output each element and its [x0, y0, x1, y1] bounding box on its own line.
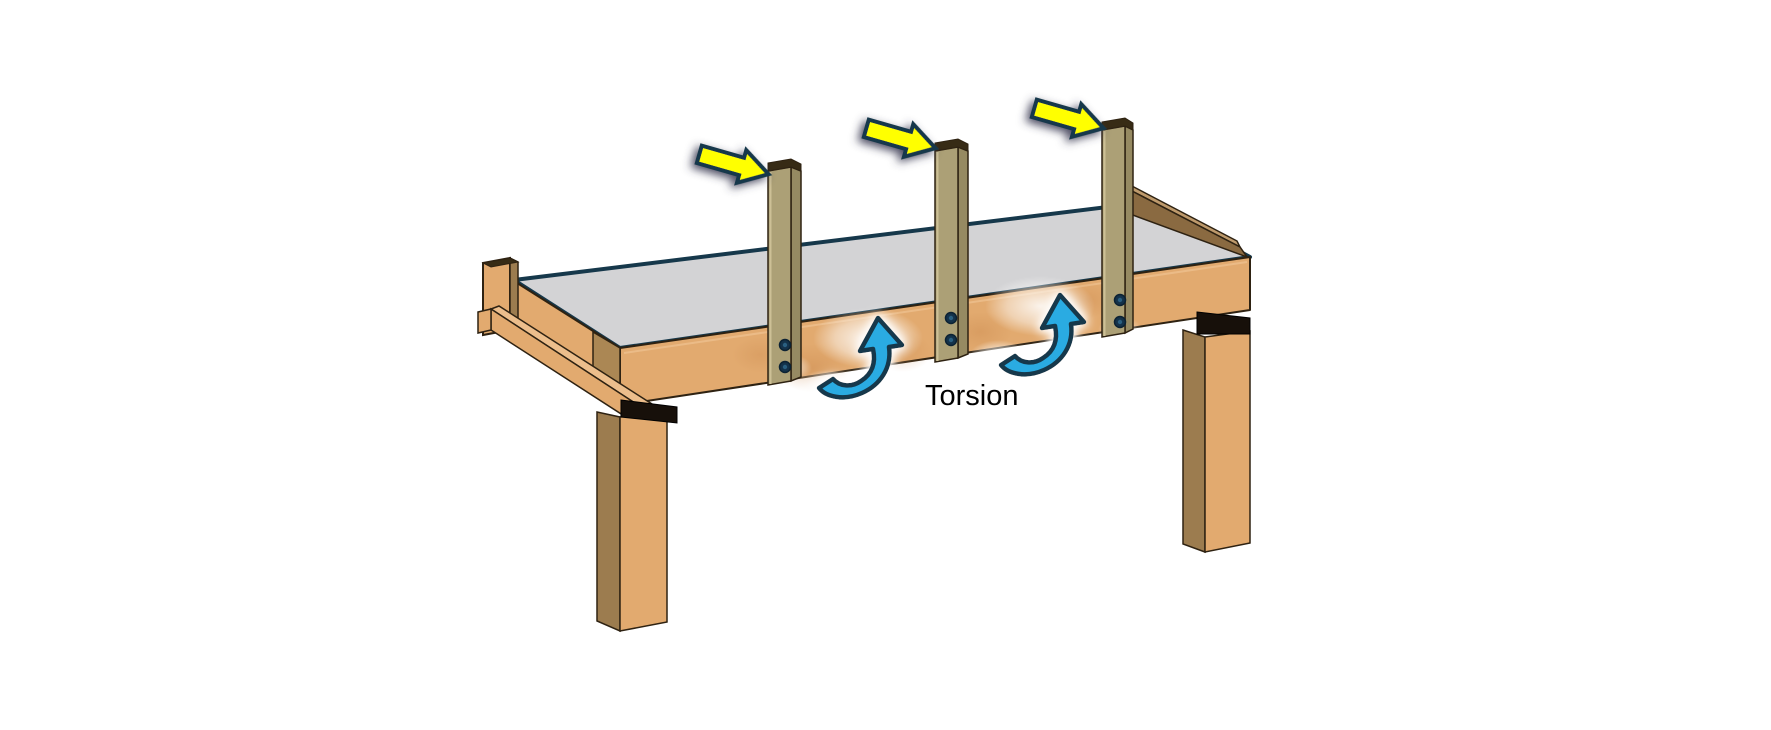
leg-left: [596, 399, 678, 633]
support-beam-end: [477, 308, 492, 334]
guard-post-1-side: [790, 165, 802, 383]
leg-right-side-face: [1182, 328, 1206, 554]
guard-post-1-bolts: [778, 338, 792, 374]
guard-post-2-cap: [934, 138, 969, 152]
torsion-arrows: [816, 292, 1087, 400]
guard-post-2: [934, 138, 969, 363]
leg-right: [1182, 311, 1251, 554]
post-cap-bracket-left: [620, 399, 678, 424]
guard-post-2-side: [957, 145, 969, 360]
torsion-label: Torsion: [925, 380, 1019, 412]
force-arrows: [694, 97, 1108, 186]
post-cap-bracket-right: [1196, 311, 1251, 335]
torsion-arrow-icon-2: [998, 292, 1087, 377]
torsion-arrow-icon-1: [816, 315, 905, 400]
force-arrow-icon-2: [861, 117, 940, 160]
force-arrow-icon-3: [1029, 97, 1108, 140]
force-arrow-icon-1: [694, 143, 773, 186]
leg-right-front-face: [1204, 330, 1251, 553]
guard-post-1: [767, 158, 802, 386]
guard-post-3-bolts: [1113, 293, 1127, 329]
leg-left-side-face: [596, 411, 621, 633]
guard-post-2-bolts: [944, 311, 958, 347]
guard-post-3: [1101, 117, 1134, 338]
corner-end-board-top: [481, 257, 520, 268]
guard-post-3-side: [1124, 124, 1134, 335]
leg-left-front-face: [619, 410, 668, 632]
